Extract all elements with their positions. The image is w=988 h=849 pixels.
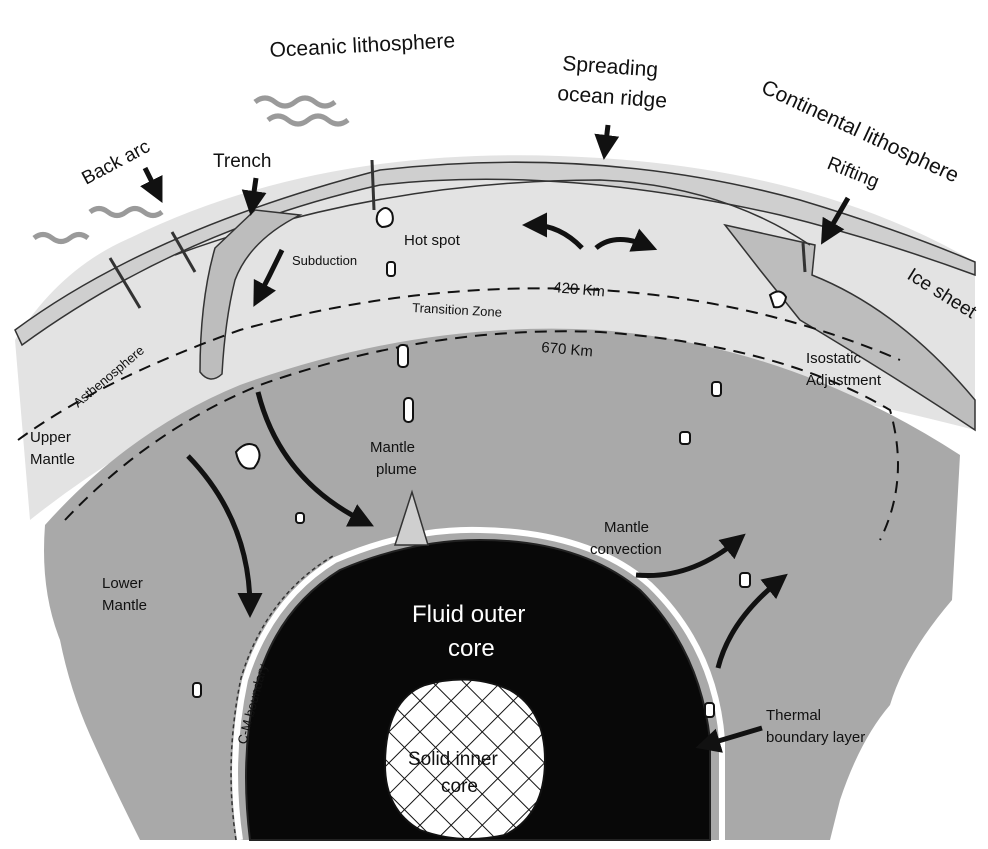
label-mantle-plume-2: plume xyxy=(376,461,417,478)
label-upper-mantle-1: Upper xyxy=(30,429,71,446)
label-thermal-2: boundary layer xyxy=(766,729,865,746)
label-lower-mantle-2: Mantle xyxy=(102,597,147,614)
label-rifting: Rifting xyxy=(824,153,882,193)
label-spreading-2: ocean ridge xyxy=(557,82,668,113)
label-thermal-1: Thermal xyxy=(766,707,821,724)
label-isostatic-1: Isostatic xyxy=(806,350,862,367)
spreading-arrow xyxy=(605,125,608,150)
label-fluid-outer-core-2: core xyxy=(448,635,495,662)
label-trench: Trench xyxy=(213,151,271,172)
label-mantle-plume-1: Mantle xyxy=(370,439,415,456)
label-lower-mantle-1: Lower xyxy=(102,575,143,592)
label-isostatic-2: Adjustment xyxy=(806,372,882,389)
label-mantle-convection-1: Mantle xyxy=(604,519,649,536)
label-fluid-outer-core-1: Fluid outer xyxy=(412,601,525,628)
label-inner-core-2: core xyxy=(441,776,478,797)
label-subduction: Subduction xyxy=(292,253,357,268)
back-arc-arrow xyxy=(145,168,158,194)
label-hot-spot: Hot spot xyxy=(404,232,461,249)
label-spreading-1: Spreading xyxy=(562,52,659,82)
label-inner-core-1: Solid inner xyxy=(408,749,498,770)
label-upper-mantle-2: Mantle xyxy=(30,451,75,468)
label-oceanic-lithosphere: Oceanic lithosphere xyxy=(269,29,456,62)
label-back-arc: Back arc xyxy=(78,136,153,189)
label-mantle-convection-2: convection xyxy=(590,541,662,558)
